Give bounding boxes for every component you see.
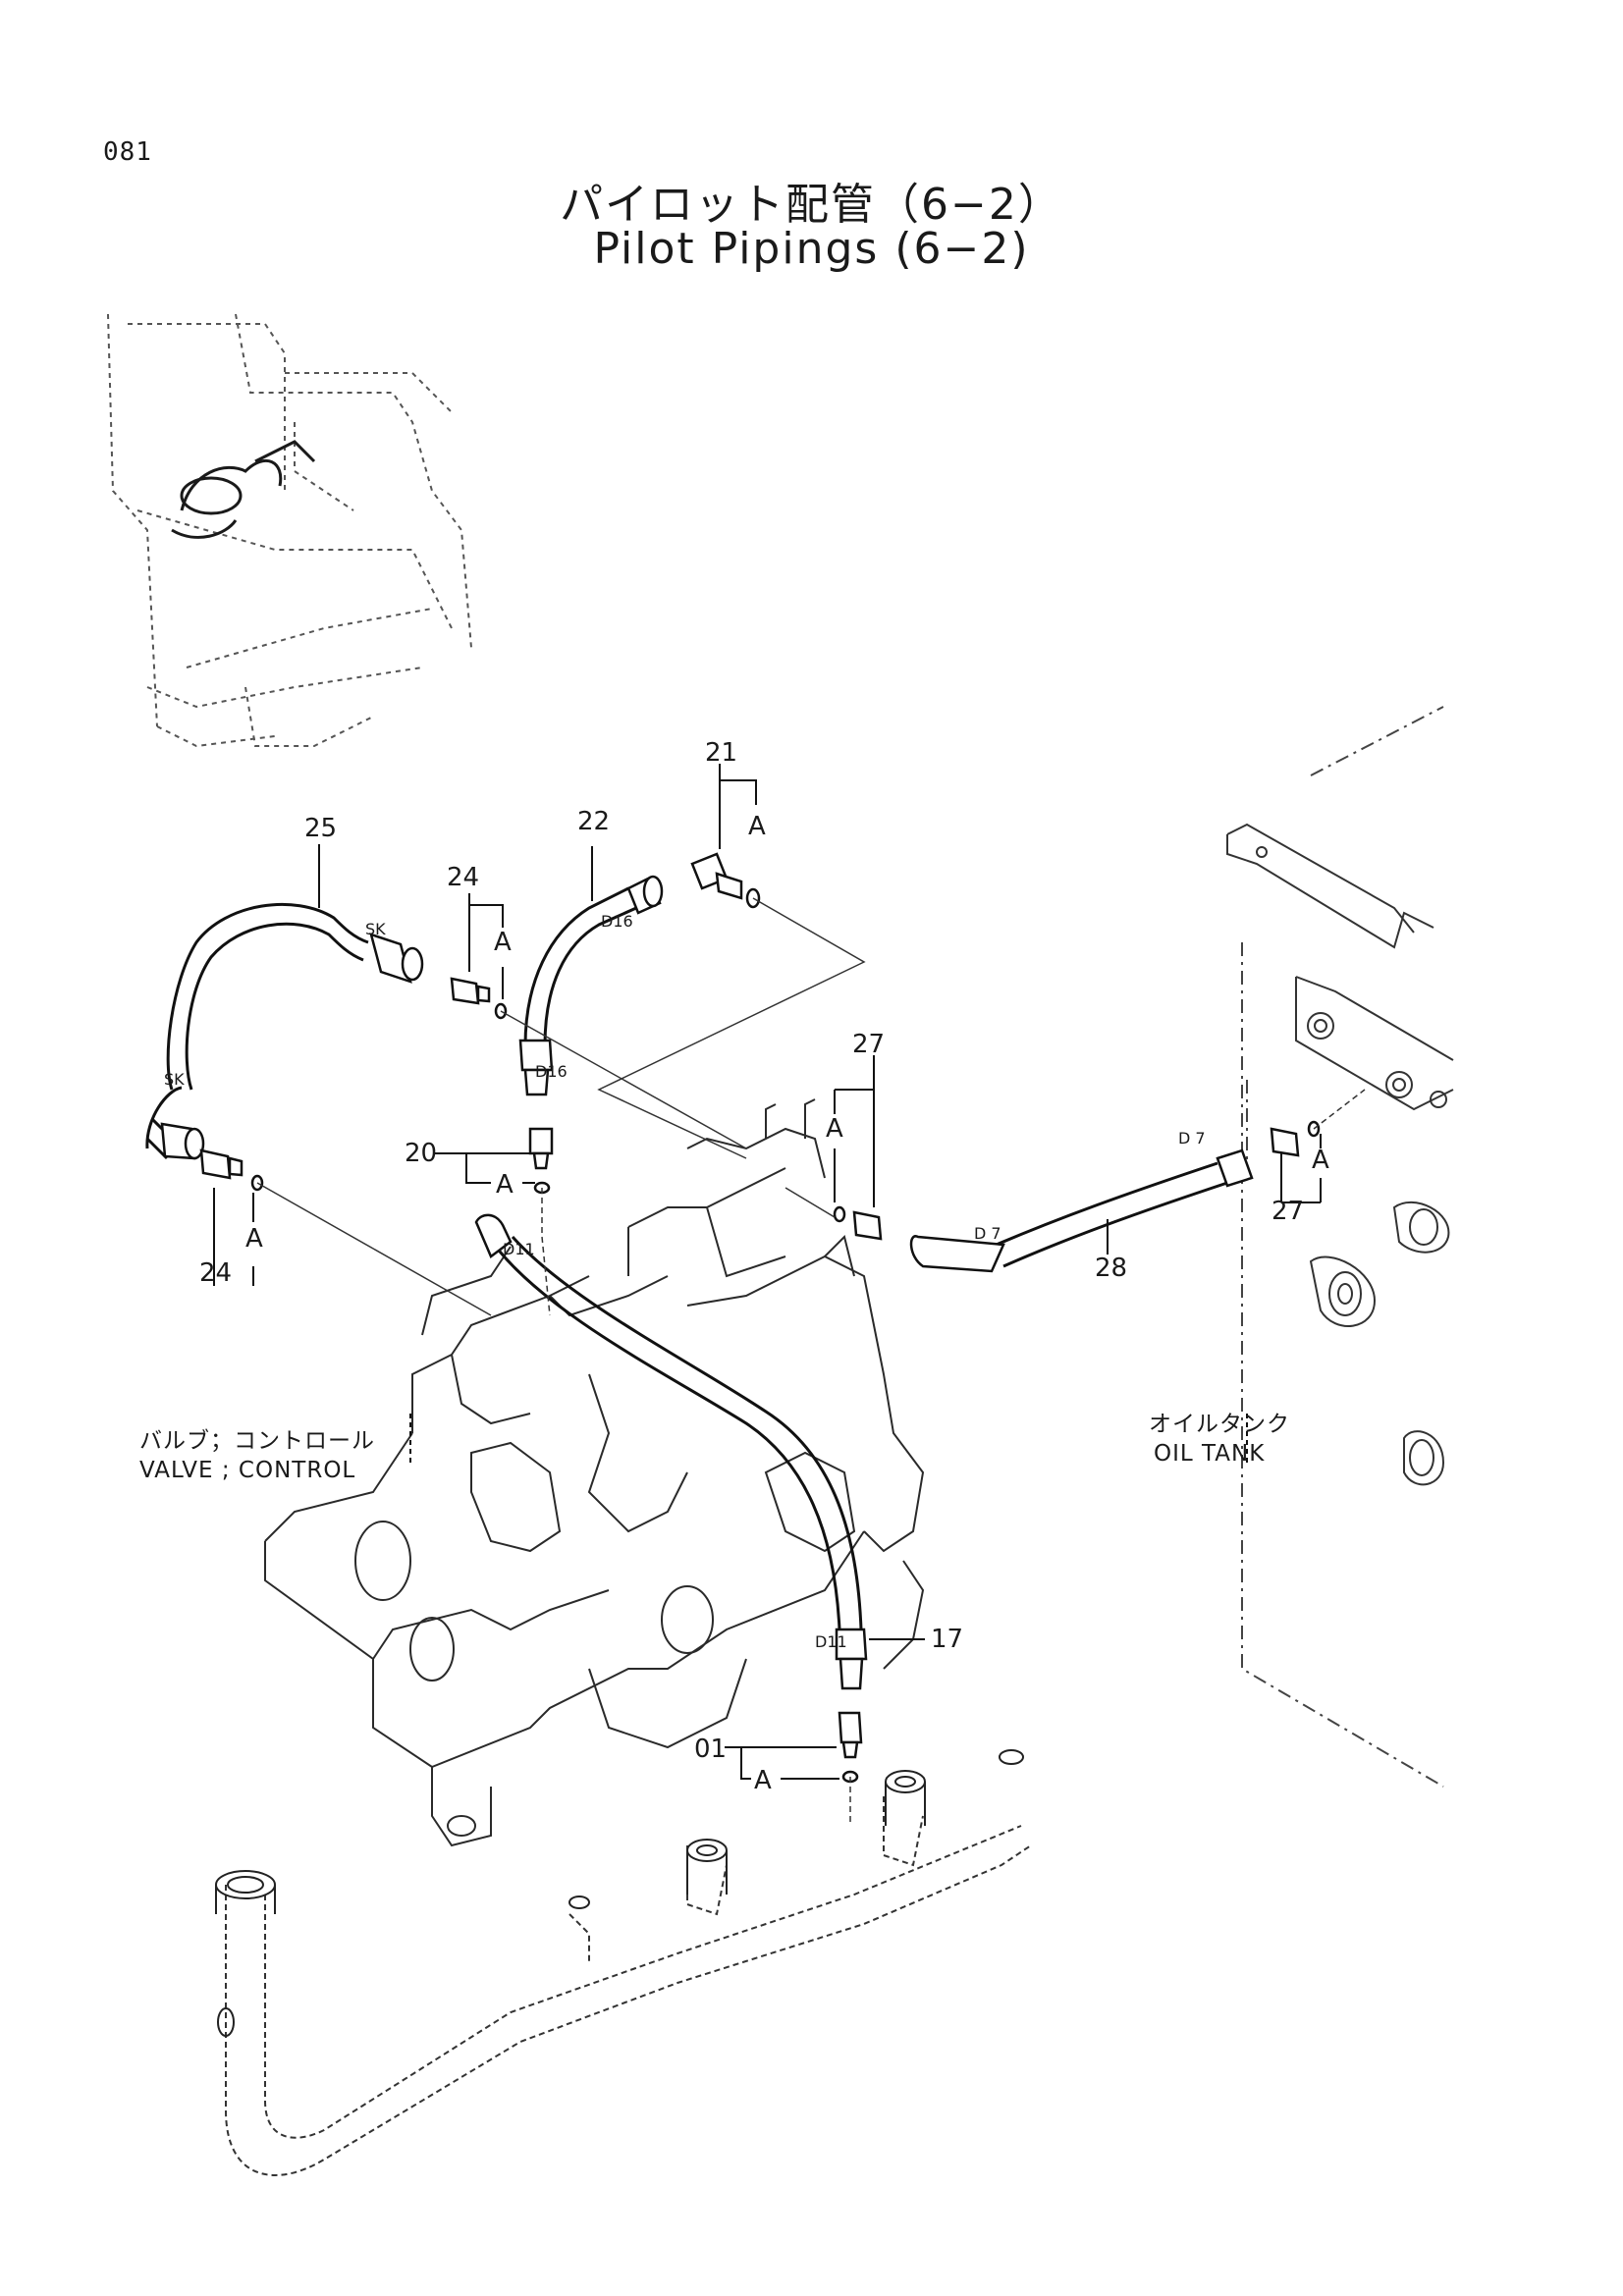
fittings	[160, 852, 1321, 1784]
location-inset-highlight	[171, 440, 316, 539]
callout-labels: 25 22 21 24 24 20 27 27 28 17 01	[199, 738, 1304, 1764]
callout-27-tank: 27	[1271, 1197, 1304, 1226]
frame-pipe-drawing	[225, 1796, 1032, 2176]
callout-24-upper: 24	[447, 863, 479, 892]
hose-25	[145, 902, 369, 1160]
callout-17: 17	[931, 1625, 963, 1654]
hose-22	[523, 886, 637, 1046]
hose-17	[494, 1236, 863, 1630]
component-labels: バルブ；コントロール VALVE ; CONTROL オイルタンク OIL TA…	[139, 1412, 1290, 1483]
detail-mark-a: A	[754, 1766, 772, 1795]
page-title-english: Pilot Pipings (6−2)	[593, 224, 1030, 274]
hose-tag-d7-right: D 7	[1178, 1129, 1206, 1148]
hose-tag-d7-left: D 7	[974, 1224, 1001, 1243]
callout-leaders	[213, 764, 1322, 1780]
page-title-japanese: パイロット配管（6−2）	[560, 180, 1063, 230]
control-valve-drawing	[264, 1098, 925, 1847]
hose-tag-sk-upper: SK	[365, 920, 386, 938]
tank-label-english: OIL TANK	[1154, 1441, 1265, 1467]
detail-mark-a: A	[496, 1170, 514, 1200]
callout-28: 28	[1095, 1254, 1127, 1283]
page-number: 081	[103, 137, 152, 167]
oil-tank-outline	[1241, 706, 1444, 1788]
callout-22: 22	[577, 807, 610, 836]
hose-tag-d16-upper: D16	[601, 912, 633, 931]
hose-tag-d16-lower: D16	[535, 1062, 568, 1081]
callout-21: 21	[705, 738, 737, 768]
callout-20: 20	[405, 1139, 437, 1168]
tank-label-japanese: オイルタンク	[1149, 1412, 1290, 1437]
detail-mark-a: A	[826, 1114, 843, 1144]
detail-mark-a: A	[748, 812, 766, 841]
callout-25: 25	[304, 814, 337, 843]
location-inset-drawing	[107, 313, 472, 748]
detail-mark-a: A	[1312, 1146, 1329, 1175]
valve-label-english: VALVE ; CONTROL	[139, 1458, 355, 1483]
assembly-leader-lines	[256, 897, 1366, 1826]
frame-bosses	[215, 1749, 1024, 2037]
hose-tag-d11-lower: D11	[815, 1632, 847, 1651]
hose-tag-sk-lower: SK	[164, 1070, 185, 1089]
hose-tag-d11-upper: D11	[503, 1240, 535, 1258]
callout-24-lower: 24	[199, 1258, 232, 1288]
callout-27-valve: 27	[852, 1030, 885, 1059]
hose-28	[991, 1161, 1228, 1268]
detail-mark-a: A	[245, 1224, 263, 1254]
oil-tank-drawing	[1226, 823, 1454, 1486]
callout-01: 01	[694, 1735, 727, 1764]
detail-a-marks: A A A A A A A	[245, 812, 1329, 1795]
hose-tags: SK SK D16 D16 D11 D11 D 7 D 7	[164, 912, 1206, 1651]
valve-label-japanese: バルブ；コントロール	[139, 1428, 375, 1454]
detail-mark-a: A	[494, 928, 512, 957]
